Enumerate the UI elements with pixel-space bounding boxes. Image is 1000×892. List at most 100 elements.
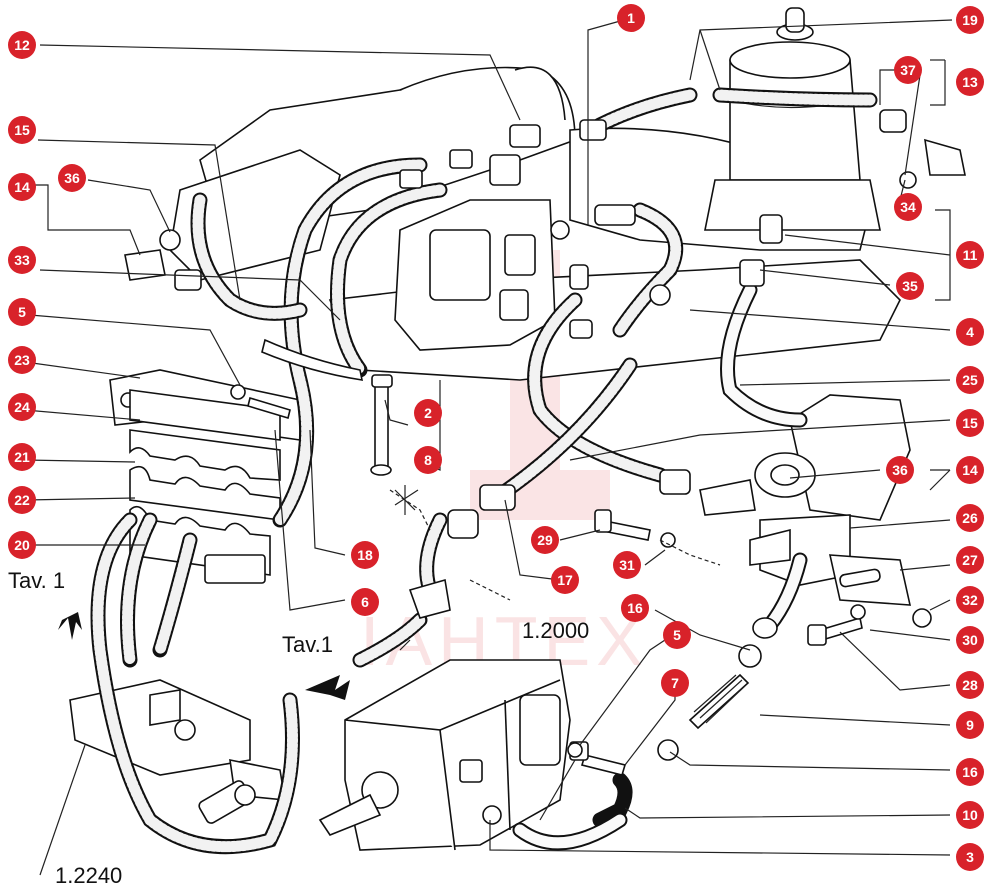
svg-text:8: 8	[424, 452, 432, 468]
callout-badge: 2	[414, 399, 442, 427]
svg-text:10: 10	[962, 807, 978, 823]
callout-badge: 18	[351, 541, 379, 569]
callout-badge: 30	[956, 626, 984, 654]
ref-1-2000: 1.2000	[522, 618, 589, 643]
svg-text:9: 9	[966, 717, 974, 733]
bolts	[230, 338, 932, 825]
svg-text:37: 37	[900, 62, 916, 78]
svg-text:4: 4	[966, 324, 974, 340]
callout-badge: 28	[956, 671, 984, 699]
ref-tav1-left: Tav. 1	[8, 568, 65, 593]
svg-text:30: 30	[962, 632, 978, 648]
valve-housing-right	[754, 394, 911, 521]
callout-badge: 8	[414, 446, 442, 474]
callout-badge: 36	[58, 164, 86, 192]
callout-badge: 35	[896, 272, 924, 300]
callout-badge: 9	[956, 711, 984, 739]
mounting-bracket	[749, 514, 912, 606]
callout-badge: 27	[956, 546, 984, 574]
callout-badge: 36	[886, 456, 914, 484]
svg-text:6: 6	[361, 594, 369, 610]
callout-badge: 29	[531, 526, 559, 554]
svg-text:21: 21	[14, 449, 30, 465]
svg-text:34: 34	[900, 199, 916, 215]
direction-arrows	[58, 612, 350, 700]
fuel-filter-canister	[704, 7, 881, 231]
svg-text:32: 32	[962, 592, 978, 608]
callout-badge: 26	[956, 504, 984, 532]
svg-text:22: 22	[14, 492, 30, 508]
svg-text:23: 23	[14, 352, 30, 368]
arrow-up-icon	[58, 612, 82, 640]
callout-badge: 3	[956, 843, 984, 871]
reference-labels: Tav. 1 Tav.1 1.2000 1.2240	[8, 568, 589, 888]
svg-text:13: 13	[962, 74, 978, 90]
svg-text:29: 29	[537, 532, 553, 548]
fittings	[124, 109, 966, 639]
callout-badge: 12	[8, 31, 36, 59]
callout-badge: 37	[894, 56, 922, 84]
callout-badge: 10	[956, 801, 984, 829]
hose-clamp-stack	[109, 369, 301, 584]
svg-text:1: 1	[627, 10, 635, 26]
svg-text:33: 33	[14, 252, 30, 268]
svg-text:36: 36	[892, 462, 908, 478]
svg-text:26: 26	[962, 510, 978, 526]
callout-badge: 23	[8, 346, 36, 374]
callout-badge: 5	[663, 621, 691, 649]
ref-1-2240: 1.2240	[55, 863, 122, 888]
svg-text:24: 24	[14, 399, 30, 415]
svg-text:15: 15	[962, 415, 978, 431]
callout-badges: 1 19 12 13 37 15 14 36 34 11 33 35 5 4 2…	[8, 4, 984, 871]
callout-badge: 15	[956, 409, 984, 437]
callout-badge: 31	[613, 551, 641, 579]
callout-badge: 15	[8, 116, 36, 144]
callout-badge: 32	[956, 586, 984, 614]
callout-badge: 11	[956, 241, 984, 269]
callout-badge: 19	[956, 6, 984, 34]
callout-badge: 14	[8, 173, 36, 201]
callout-badge: 6	[351, 588, 379, 616]
callout-badge: 33	[8, 246, 36, 274]
svg-text:16: 16	[627, 600, 643, 616]
svg-text:31: 31	[619, 557, 635, 573]
callout-badge: 5	[8, 298, 36, 326]
callout-badge: 1	[617, 4, 645, 32]
callout-badge: 7	[661, 669, 689, 697]
svg-text:25: 25	[962, 372, 978, 388]
svg-text:15: 15	[14, 122, 30, 138]
callout-badge: 25	[956, 366, 984, 394]
callout-badge: 24	[8, 393, 36, 421]
callout-badge: 34	[894, 193, 922, 221]
pump-assembly	[318, 659, 571, 851]
callout-badge: 14	[956, 456, 984, 484]
svg-text:5: 5	[18, 304, 26, 320]
ref-tav1-mid: Tav.1	[282, 632, 333, 657]
svg-text:5: 5	[673, 627, 681, 643]
callout-badge: 4	[956, 318, 984, 346]
callout-badge: 17	[551, 566, 579, 594]
svg-text:2: 2	[424, 405, 432, 421]
svg-text:20: 20	[14, 537, 30, 553]
svg-text:14: 14	[14, 179, 30, 195]
leader-lines	[24, 17, 953, 876]
arrow-right-icon	[305, 675, 350, 700]
callout-badge: 16	[621, 594, 649, 622]
svg-text:12: 12	[14, 37, 30, 53]
svg-text:11: 11	[963, 247, 978, 263]
callout-badge: 16	[956, 758, 984, 786]
svg-text:14: 14	[962, 462, 978, 478]
svg-text:18: 18	[357, 547, 373, 563]
callout-badge: 13	[956, 68, 984, 96]
svg-text:35: 35	[902, 278, 918, 294]
svg-text:19: 19	[962, 12, 978, 28]
assembly-marks	[389, 485, 721, 601]
svg-text:28: 28	[962, 677, 978, 693]
callout-badge: 20	[8, 531, 36, 559]
svg-text:27: 27	[962, 552, 978, 568]
hoses	[90, 87, 878, 855]
svg-text:17: 17	[557, 572, 573, 588]
svg-text:36: 36	[64, 170, 80, 186]
svg-text:7: 7	[671, 675, 679, 691]
